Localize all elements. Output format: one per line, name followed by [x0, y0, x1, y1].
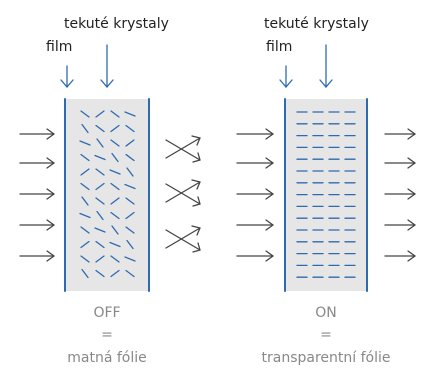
arrow-right-icon — [384, 188, 416, 200]
arrow-right-icon — [19, 219, 55, 231]
arrow-right-icon — [19, 250, 55, 262]
molecule-random — [95, 240, 105, 249]
right-result: transparentní fólie — [262, 350, 391, 366]
arrow-right-icon — [236, 188, 274, 200]
molecule-random — [95, 168, 105, 176]
left-state: OFF — [93, 305, 120, 321]
molecule-random — [95, 255, 105, 263]
arrow-right-icon — [384, 128, 416, 140]
molecule-random — [80, 226, 90, 234]
molecule-random — [125, 211, 135, 220]
arrow-down-icon — [60, 65, 74, 88]
arrow-right-icon — [236, 219, 274, 231]
arrow-right-icon — [19, 188, 55, 200]
left-equals: = — [101, 327, 113, 343]
right-label-crystals: tekuté krystaly — [264, 16, 369, 32]
molecule-random — [111, 225, 119, 235]
molecule-random — [81, 268, 89, 279]
molecule-random — [125, 124, 135, 133]
molecule-random — [80, 110, 90, 118]
molecule-random — [125, 226, 135, 234]
molecule-random — [80, 168, 90, 176]
left-film-cell — [64, 98, 150, 292]
arrow-down-icon — [319, 44, 333, 88]
molecule-random — [124, 256, 136, 262]
molecule-random — [124, 111, 136, 117]
arrow-right-icon — [236, 250, 274, 262]
arrow-down-icon — [100, 44, 114, 88]
arrow-right-icon — [384, 250, 416, 262]
molecule-random — [109, 169, 121, 175]
left-panel: tekuté krystaly film — [19, 16, 201, 366]
molecule-random — [95, 124, 105, 133]
arrow-right-icon — [236, 157, 274, 169]
scatter-arrows-icon — [165, 225, 201, 253]
right-equals: = — [320, 327, 332, 343]
molecule-random — [94, 227, 106, 233]
left-cell-background — [65, 99, 149, 291]
molecule-random — [110, 110, 120, 118]
arrow-right-icon — [384, 157, 416, 169]
molecule-random — [81, 123, 89, 134]
right-film-cell — [284, 98, 368, 292]
molecule-random — [110, 255, 120, 263]
molecule-random — [95, 182, 105, 191]
molecule-random — [96, 210, 104, 221]
left-incoming-light — [19, 128, 55, 262]
left-pointer-arrows — [60, 44, 114, 88]
molecule-random — [126, 239, 134, 250]
molecule-random — [110, 269, 120, 278]
molecule-random — [80, 153, 90, 162]
arrow-right-icon — [19, 157, 55, 169]
molecule-random — [80, 255, 90, 263]
molecule-random — [124, 183, 136, 190]
molecule-random — [79, 140, 91, 146]
molecule-random — [110, 197, 120, 205]
molecule-random — [125, 269, 135, 278]
molecule-random — [80, 182, 90, 191]
right-transmitted-light — [384, 128, 416, 262]
molecule-random — [125, 197, 135, 205]
arrow-down-icon — [279, 65, 293, 88]
scatter-arrows-icon — [165, 135, 201, 163]
right-panel: tekuté krystaly film — [236, 16, 416, 366]
arrow-right-icon — [19, 128, 55, 140]
molecule-random — [126, 167, 134, 177]
molecule-random — [110, 182, 120, 191]
left-molecules-random — [79, 110, 136, 279]
right-pointer-arrows — [279, 44, 333, 88]
molecule-random — [109, 241, 121, 248]
right-incoming-light — [236, 128, 274, 262]
right-state: ON — [315, 305, 337, 321]
right-label-film: film — [266, 39, 292, 55]
left-label-crystals: tekuté krystaly — [64, 16, 169, 32]
molecule-random — [110, 211, 120, 220]
molecule-random — [96, 138, 104, 148]
arrow-right-icon — [236, 128, 274, 140]
molecule-random — [80, 240, 90, 249]
molecule-random — [110, 124, 120, 133]
molecule-random — [111, 152, 119, 163]
molecule-random — [95, 197, 105, 205]
molecule-random — [125, 153, 135, 162]
molecule-random — [79, 212, 91, 219]
molecule-random — [95, 110, 105, 118]
molecule-random — [110, 139, 120, 147]
left-label-film: film — [46, 39, 72, 55]
molecule-random — [125, 139, 135, 147]
molecule-random — [95, 269, 105, 278]
left-result: matná fólie — [67, 350, 147, 366]
left-scattered-light — [165, 135, 201, 253]
arrow-right-icon — [384, 219, 416, 231]
scatter-arrows-icon — [165, 179, 201, 207]
molecule-random — [94, 154, 106, 161]
right-molecules-aligned — [296, 111, 356, 278]
molecule-random — [81, 196, 89, 206]
